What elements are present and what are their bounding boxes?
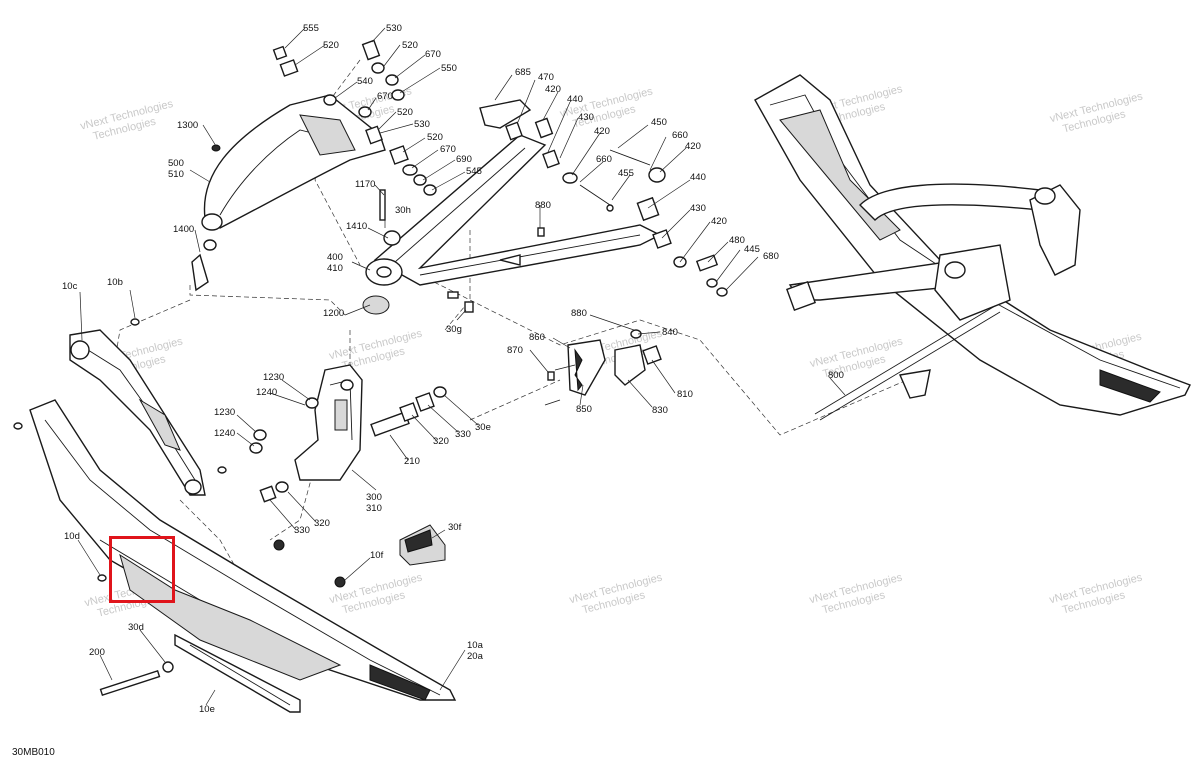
part-label: 10c — [62, 281, 78, 292]
part-number-labels: 555 520 530 520 670 550 540 670 520 1300… — [62, 23, 844, 715]
part-label: 420 — [594, 126, 610, 137]
part-label: 870 — [507, 345, 523, 356]
part-label: 555 — [303, 23, 319, 34]
part-label: 1230 — [263, 372, 284, 383]
part-label: 310 — [366, 503, 382, 514]
part-label: 1300 — [177, 120, 198, 131]
part-label: 810 — [677, 389, 693, 400]
part-label: 430 — [578, 112, 594, 123]
part-label: 470 — [538, 72, 554, 83]
part-label: 530 — [386, 23, 402, 34]
part-label: 690 — [456, 154, 472, 165]
part-label: 400 — [327, 252, 343, 263]
upper-a-arm — [191, 94, 386, 292]
part-label: 200 — [89, 647, 105, 658]
part-label: 300 — [366, 492, 382, 503]
part-label: 880 — [535, 200, 551, 211]
part-label: 320 — [314, 518, 330, 529]
part-label: 320 — [433, 436, 449, 447]
part-label: 30h — [395, 205, 411, 216]
part-label: 450 — [651, 117, 667, 128]
ski-stopper-bracket — [544, 329, 662, 406]
part-label: 840 — [662, 327, 678, 338]
part-label: 860 — [529, 332, 545, 343]
part-label: 420 — [711, 216, 727, 227]
part-label: 420 — [685, 141, 701, 152]
part-label: 480 — [729, 235, 745, 246]
part-label: 455 — [618, 168, 634, 179]
part-label: 30e — [475, 422, 491, 433]
part-label: 445 — [744, 244, 760, 255]
part-label: 550 — [441, 63, 457, 74]
part-label: 210 — [404, 456, 420, 467]
part-label: 520 — [323, 40, 339, 51]
part-label: 670 — [377, 91, 393, 102]
part-label: 440 — [690, 172, 706, 183]
part-label: 30d — [128, 622, 144, 633]
part-label: 330 — [294, 525, 310, 536]
part-label: 10d — [64, 531, 80, 542]
ski-left — [13, 318, 457, 713]
part-label: 10e — [199, 704, 215, 715]
assembled-ski — [754, 74, 1191, 421]
part-label: 500 — [168, 158, 184, 169]
part-label: 1230 — [214, 407, 235, 418]
part-label: 520 — [397, 107, 413, 118]
part-label: 660 — [672, 130, 688, 141]
part-label: 1410 — [346, 221, 367, 232]
leader-lines — [77, 27, 846, 706]
part-label: 1400 — [173, 224, 194, 235]
part-label: 1240 — [214, 428, 235, 439]
part-label: 30f — [448, 522, 462, 533]
part-label: 430 — [690, 203, 706, 214]
part-label: 330 — [455, 429, 471, 440]
part-label: 420 — [545, 84, 561, 95]
part-label: 540 — [357, 76, 373, 87]
hardware-stacks — [211, 39, 728, 315]
diagram-code: 30MB010 — [12, 747, 55, 758]
part-label: 10f — [370, 550, 384, 561]
part-label: 850 — [576, 404, 592, 415]
part-label: 20a — [467, 651, 484, 662]
part-label: 680 — [763, 251, 779, 262]
spindle — [249, 364, 555, 503]
part-label: 670 — [440, 144, 456, 155]
part-label: 440 — [567, 94, 583, 105]
part-label: 685 — [515, 67, 531, 78]
part-label: 510 — [168, 169, 184, 180]
part-label: 10a — [467, 640, 484, 651]
part-label: 530 — [414, 119, 430, 130]
part-label: 410 — [327, 263, 343, 274]
part-label: 1200 — [323, 308, 344, 319]
lower-a-arm — [365, 134, 662, 286]
part-label: 545 — [466, 166, 482, 177]
part-label: 30g — [446, 324, 462, 335]
part-label: 10b — [107, 277, 123, 288]
part-label: 520 — [402, 40, 418, 51]
part-label: 670 — [425, 49, 441, 60]
part-label: 800 — [828, 370, 844, 381]
part-label: 520 — [427, 132, 443, 143]
part-label: 660 — [596, 154, 612, 165]
part-label: 1240 — [256, 387, 277, 398]
highlight-box — [109, 536, 175, 603]
part-label: 880 — [571, 308, 587, 319]
part-label: 1170 — [355, 179, 375, 190]
part-label: 830 — [652, 405, 668, 416]
